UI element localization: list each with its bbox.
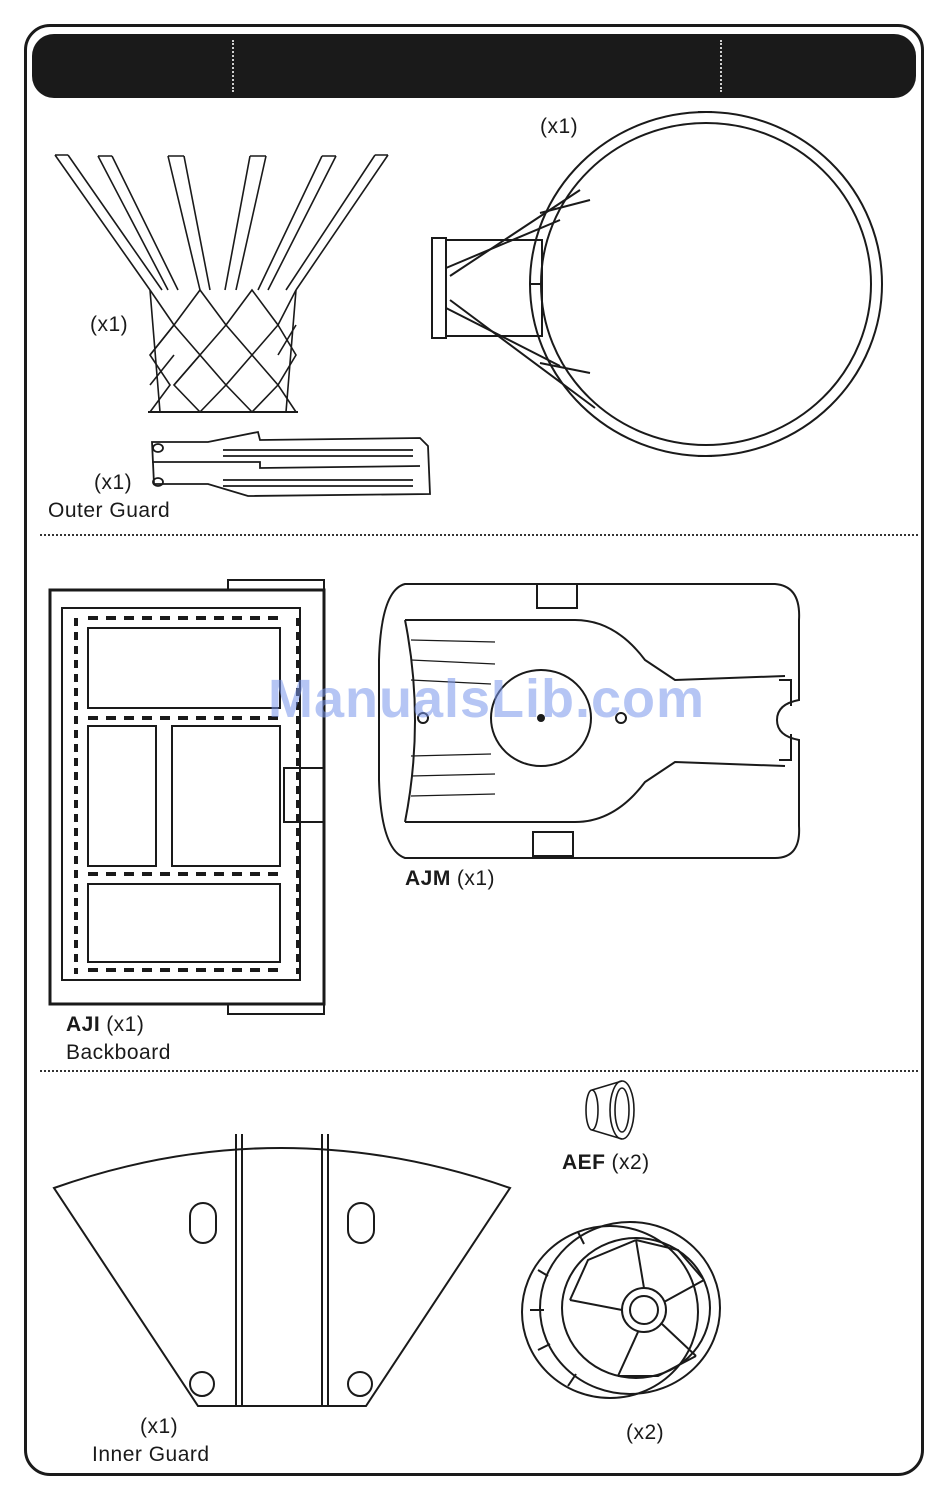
outer-guard-qty: (x1)	[94, 470, 132, 496]
header-bar	[32, 34, 916, 98]
rim-qty: (x1)	[540, 114, 578, 140]
net-qty: (x1)	[90, 312, 128, 338]
wheel-icon	[518, 1210, 726, 1400]
inner-guard-icon	[50, 1128, 515, 1410]
backboard-code: AJI	[66, 1013, 100, 1036]
section-divider	[40, 1070, 918, 1072]
outer-guard-name: Outer Guard	[48, 498, 170, 524]
spacer-code: AEF	[562, 1151, 606, 1174]
header-divider	[232, 40, 234, 92]
base-qty: (x1)	[457, 867, 495, 890]
header-divider	[720, 40, 722, 92]
base-code: AJM	[405, 867, 451, 890]
base-label: AJM (x1)	[405, 866, 495, 892]
spacer-label: AEF (x2)	[562, 1150, 650, 1176]
inner-guard-name: Inner Guard	[92, 1442, 210, 1468]
inner-guard-qty: (x1)	[140, 1414, 178, 1440]
spacer-qty: (x2)	[612, 1151, 650, 1174]
backboard-qty: (x1)	[106, 1013, 144, 1036]
basketball-rim-icon	[430, 108, 885, 460]
backboard-icon	[48, 578, 330, 1016]
wheel-qty: (x2)	[626, 1420, 664, 1446]
section-divider	[40, 534, 918, 536]
watermark: ManualsLib.com	[268, 668, 705, 730]
backboard-label: AJI (x1)	[66, 1012, 144, 1038]
outer-guard-icon	[148, 430, 433, 502]
spacer-icon	[582, 1078, 638, 1142]
backboard-name: Backboard	[66, 1040, 171, 1066]
basketball-net-icon	[50, 150, 395, 415]
